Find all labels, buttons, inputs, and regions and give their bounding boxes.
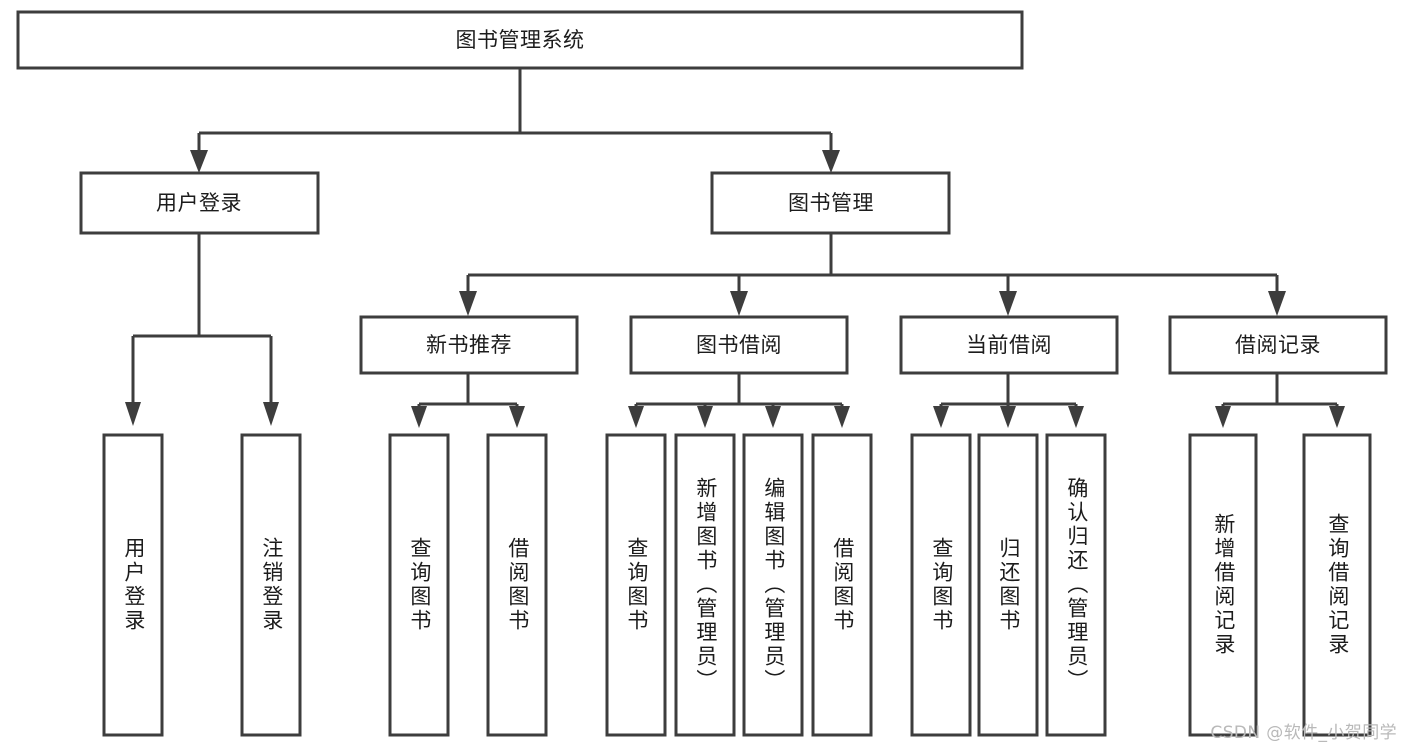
arrow-icon-to-new-book	[459, 291, 477, 316]
arrow-icon-cb-leaf-2	[1000, 406, 1016, 428]
arrow-icon-nb-leaf-2	[509, 406, 525, 428]
leaf-box-new-book-2[interactable]	[486, 433, 548, 737]
node-book-management[interactable]: 图书管理	[710, 171, 951, 235]
arrow-icon-bb-leaf-4	[834, 406, 850, 428]
node-borrow-records-box[interactable]	[1168, 315, 1388, 375]
connector-root-to-level2	[190, 68, 840, 173]
node-new-book-recommend-box[interactable]	[359, 315, 579, 375]
node-current-borrow[interactable]: 当前借阅	[899, 315, 1119, 375]
leaf-box-book-borrow-1[interactable]	[605, 433, 667, 737]
node-user-login[interactable]: 用户登录	[79, 171, 320, 235]
arrow-icon-br-leaf-2	[1329, 406, 1345, 428]
leaf-box-user-login-2[interactable]	[240, 433, 302, 737]
arrow-icon-to-current-borrow	[999, 291, 1017, 316]
arrow-icon-ul-leaf-1	[125, 402, 141, 426]
node-book-management-box[interactable]	[710, 171, 951, 235]
arrow-icon-bb-leaf-1	[628, 406, 644, 428]
node-root-book-management-system[interactable]: 图书管理系统	[16, 10, 1024, 70]
arrow-icon-to-borrow-records	[1268, 291, 1286, 316]
leaf-box-current-borrow-1[interactable]	[910, 433, 972, 737]
connector-book-borrow-to-leaves	[628, 373, 850, 428]
arrow-icon-nb-leaf-1	[411, 406, 427, 428]
connector-borrow-records-to-leaves	[1215, 373, 1345, 428]
connector-book-mgmt-to-level3	[459, 233, 1286, 316]
arrow-icon-to-book-mgmt	[822, 150, 840, 173]
leaf-box-current-borrow-3[interactable]	[1045, 433, 1107, 737]
leaf-box-book-borrow-3[interactable]	[742, 433, 804, 737]
node-current-borrow-label: 当前借阅	[966, 333, 1052, 357]
leaf-box-new-book-1[interactable]	[388, 433, 450, 737]
leaf-box-user-login-1[interactable]	[102, 433, 164, 737]
connector-new-book-to-leaves	[411, 373, 525, 428]
node-new-book-recommend-label: 新书推荐	[426, 333, 512, 357]
node-user-login-label: 用户登录	[156, 191, 242, 215]
node-book-borrow-box[interactable]	[629, 315, 849, 375]
node-borrow-records-label: 借阅记录	[1235, 333, 1321, 357]
node-current-borrow-box[interactable]	[899, 315, 1119, 375]
arrow-icon-to-user-login	[190, 150, 208, 173]
arrow-icon-bb-leaf-2	[697, 406, 713, 428]
leaf-box-book-borrow-4[interactable]	[811, 433, 873, 737]
node-new-book-recommend[interactable]: 新书推荐	[359, 315, 579, 375]
leaf-box-borrow-records-1[interactable]	[1188, 433, 1258, 737]
arrow-icon-cb-leaf-3	[1068, 406, 1084, 428]
connector-user-login-to-leaves	[125, 233, 279, 426]
node-user-login-box[interactable]	[79, 171, 320, 235]
node-root-box[interactable]	[16, 10, 1024, 70]
node-book-borrow-label: 图书借阅	[696, 333, 782, 357]
arrow-icon-cb-leaf-1	[933, 406, 949, 428]
arrow-icon-bb-leaf-3	[765, 406, 781, 428]
arrow-icon-br-leaf-1	[1215, 406, 1231, 428]
node-book-management-label: 图书管理	[788, 191, 874, 215]
node-book-borrow[interactable]: 图书借阅	[629, 315, 849, 375]
arrow-icon-to-book-borrow	[730, 291, 748, 316]
arrow-icon-ul-leaf-2	[263, 402, 279, 426]
leaf-box-book-borrow-2[interactable]	[674, 433, 736, 737]
csdn-watermark: CSDN @软件_小贺同学	[1210, 723, 1397, 743]
leaf-box-current-borrow-2[interactable]	[977, 433, 1039, 737]
leaf-box-borrow-records-2[interactable]	[1302, 433, 1372, 737]
node-root-label: 图书管理系统	[456, 28, 585, 52]
node-borrow-records[interactable]: 借阅记录	[1168, 315, 1388, 375]
connector-current-borrow-to-leaves	[933, 373, 1084, 428]
